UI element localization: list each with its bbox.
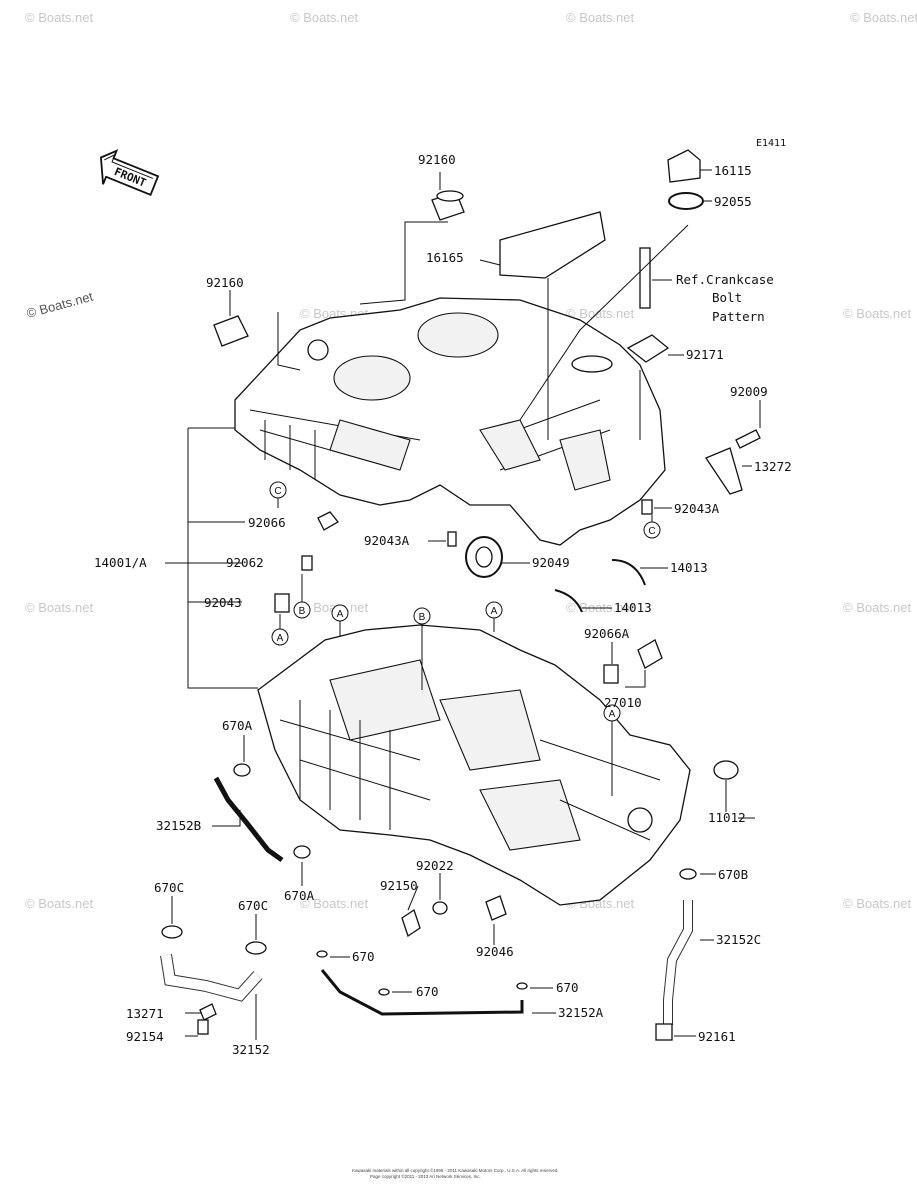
label-27010: 27010	[604, 695, 642, 710]
ref-c-icon: C	[269, 481, 287, 499]
label-670C-left: 670C	[154, 880, 184, 895]
svg-text:A: A	[491, 606, 498, 617]
ref-note-line1: Ref.Crankcase	[676, 272, 774, 287]
watermark: © Boats.net	[25, 289, 95, 321]
label-92043: 92043	[204, 595, 242, 610]
ref-a-icon: A	[271, 628, 289, 646]
label-92043A-mid: 92043A	[364, 533, 410, 548]
label-92160-left: 92160	[206, 275, 244, 290]
ref-b-icon: B	[293, 601, 311, 619]
label-92154: 92154	[126, 1029, 164, 1044]
label-92150: 92150	[380, 878, 418, 893]
svg-text:A: A	[609, 709, 616, 720]
ref-note-line2: Bolt	[712, 290, 742, 305]
label-16165: 16165	[426, 250, 464, 265]
label-92066: 92066	[248, 515, 286, 530]
label-92022: 92022	[416, 858, 454, 873]
label-670A-top: 670A	[222, 718, 253, 733]
label-92043A-right: 92043A	[674, 501, 720, 516]
label-32152B: 32152B	[156, 818, 201, 833]
label-92055: 92055	[714, 194, 752, 209]
label-13271: 13271	[126, 1006, 164, 1021]
label-92066A: 92066A	[584, 626, 630, 641]
label-32152A: 32152A	[558, 1005, 604, 1020]
svg-text:C: C	[274, 486, 281, 497]
svg-text:B: B	[299, 606, 306, 617]
label-92009: 92009	[730, 384, 768, 399]
copyright-line-2: Page copyright ©2011 - 2013 Ari Network …	[370, 1173, 481, 1179]
label-92046: 92046	[476, 944, 514, 959]
watermark: © Boats.net	[566, 306, 635, 321]
front-arrow-icon: FRONT	[99, 149, 160, 196]
label-32152C: 32152C	[716, 932, 761, 947]
label-92161: 92161	[698, 1029, 736, 1044]
ref-c-icon: C	[643, 521, 661, 539]
label-14001A: 14001/A	[94, 555, 147, 570]
label-670-a: 670	[352, 949, 375, 964]
label-92049: 92049	[532, 555, 570, 570]
group-bracket	[165, 427, 258, 689]
watermark: © Boats.net	[850, 10, 917, 25]
label-670-c: 670	[556, 980, 579, 995]
watermark: © Boats.net	[25, 896, 94, 911]
parts-small	[160, 149, 761, 1041]
label-14013-b: 14013	[614, 600, 652, 615]
diagram-code: E1411	[756, 138, 786, 149]
watermark: © Boats.net	[25, 10, 94, 25]
watermark: © Boats.net	[843, 896, 912, 911]
upper-crankcase	[234, 297, 666, 546]
svg-text:B: B	[419, 612, 426, 623]
label-14013-a: 14013	[670, 560, 708, 575]
watermark: © Boats.net	[300, 896, 369, 911]
ref-b-icon: B	[413, 607, 431, 625]
copyright-line-1: Kawasaki materials within all copyright …	[352, 1167, 559, 1173]
label-32152: 32152	[232, 1042, 270, 1057]
watermark: © Boats.net	[290, 10, 359, 25]
watermark: © Boats.net	[566, 10, 635, 25]
label-670-b: 670	[416, 984, 439, 999]
label-11012: 11012	[708, 810, 746, 825]
ref-note-line3: Pattern	[712, 309, 765, 324]
leader-lines	[171, 169, 761, 1040]
part-labels: 92160 92160 16115 92055 16165 Ref.Crankc…	[94, 152, 792, 1057]
label-92160-top: 92160	[418, 152, 456, 167]
watermark: © Boats.net	[25, 600, 94, 615]
circle-refs: C C B A A B A A	[269, 481, 661, 796]
label-16115: 16115	[714, 163, 752, 178]
label-670B: 670B	[718, 867, 748, 882]
lower-crankcase	[257, 624, 691, 906]
svg-text:A: A	[337, 609, 344, 620]
watermark: © Boats.net	[843, 306, 912, 321]
svg-text:C: C	[648, 526, 655, 537]
label-670C-right: 670C	[238, 898, 268, 913]
watermark: © Boats.net	[843, 600, 912, 615]
ref-a-icon: A	[485, 601, 503, 619]
label-92062: 92062	[226, 555, 264, 570]
svg-text:A: A	[277, 633, 284, 644]
ref-a-icon: A	[331, 604, 349, 622]
label-92171: 92171	[686, 347, 724, 362]
label-13272: 13272	[754, 459, 792, 474]
label-670A-bottom: 670A	[284, 888, 315, 903]
